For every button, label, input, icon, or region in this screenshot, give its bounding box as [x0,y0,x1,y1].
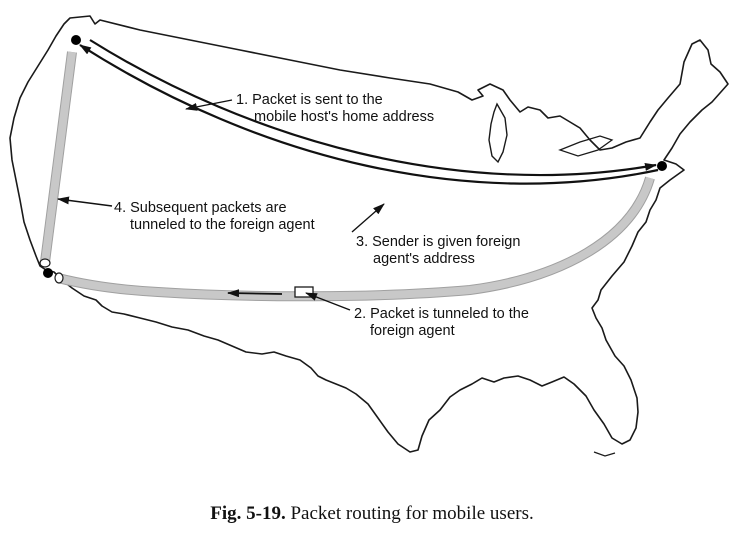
tunnel-west-coast-fill [41,51,76,263]
label-step2-line1: 2. Packet is tunneled to the [354,306,529,322]
tunnel-direction-arrow [227,289,283,298]
figure-caption-text: Packet routing for mobile users. [285,503,534,524]
leader-step3 [351,203,385,233]
label-step1-line2: mobile host's home address [254,109,434,125]
arrow-to-home-address [79,44,659,185]
label-step2-line2: foreign agent [370,323,455,339]
tunnel-west-coast-end [39,258,51,268]
tunnel-across-country-fill [57,176,654,301]
home-agent-node [71,35,81,45]
label-step1-line1: 1. Packet is sent to the [236,92,383,108]
label-step4: 4. Subsequent packets are tunneled to th… [114,200,315,233]
lake-michigan [488,102,508,164]
tunnel-across-country-end [54,272,64,284]
label-step1: 1. Packet is sent to the mobile host's h… [236,92,434,125]
figure-caption: Fig. 5-19. Packet routing for mobile use… [0,503,744,525]
leader-step4 [57,196,113,207]
tunnel-across-country [56,176,655,302]
label-step4-line2: tunneled to the foreign agent [130,217,315,233]
lake-erie [558,135,614,157]
leader-step2 [305,292,351,311]
foreign-agent-node [43,268,53,278]
arrow-foreign-address-to-sender [89,39,657,177]
florida-keys [593,451,616,457]
us-map-outline [9,15,729,453]
label-step3-line2: agent's address [373,251,475,267]
label-step3-line1: 3. Sender is given foreign [356,234,520,250]
label-step4-line1: 4. Subsequent packets are [114,200,287,216]
leader-step1 [185,99,233,111]
sender-node [657,161,667,171]
tunneled-packet [294,286,314,298]
label-step3: 3. Sender is given foreign agent's addre… [356,234,524,267]
figure-number: Fig. 5-19. [210,503,286,524]
label-step2: 2. Packet is tunneled to the foreign age… [354,306,533,339]
